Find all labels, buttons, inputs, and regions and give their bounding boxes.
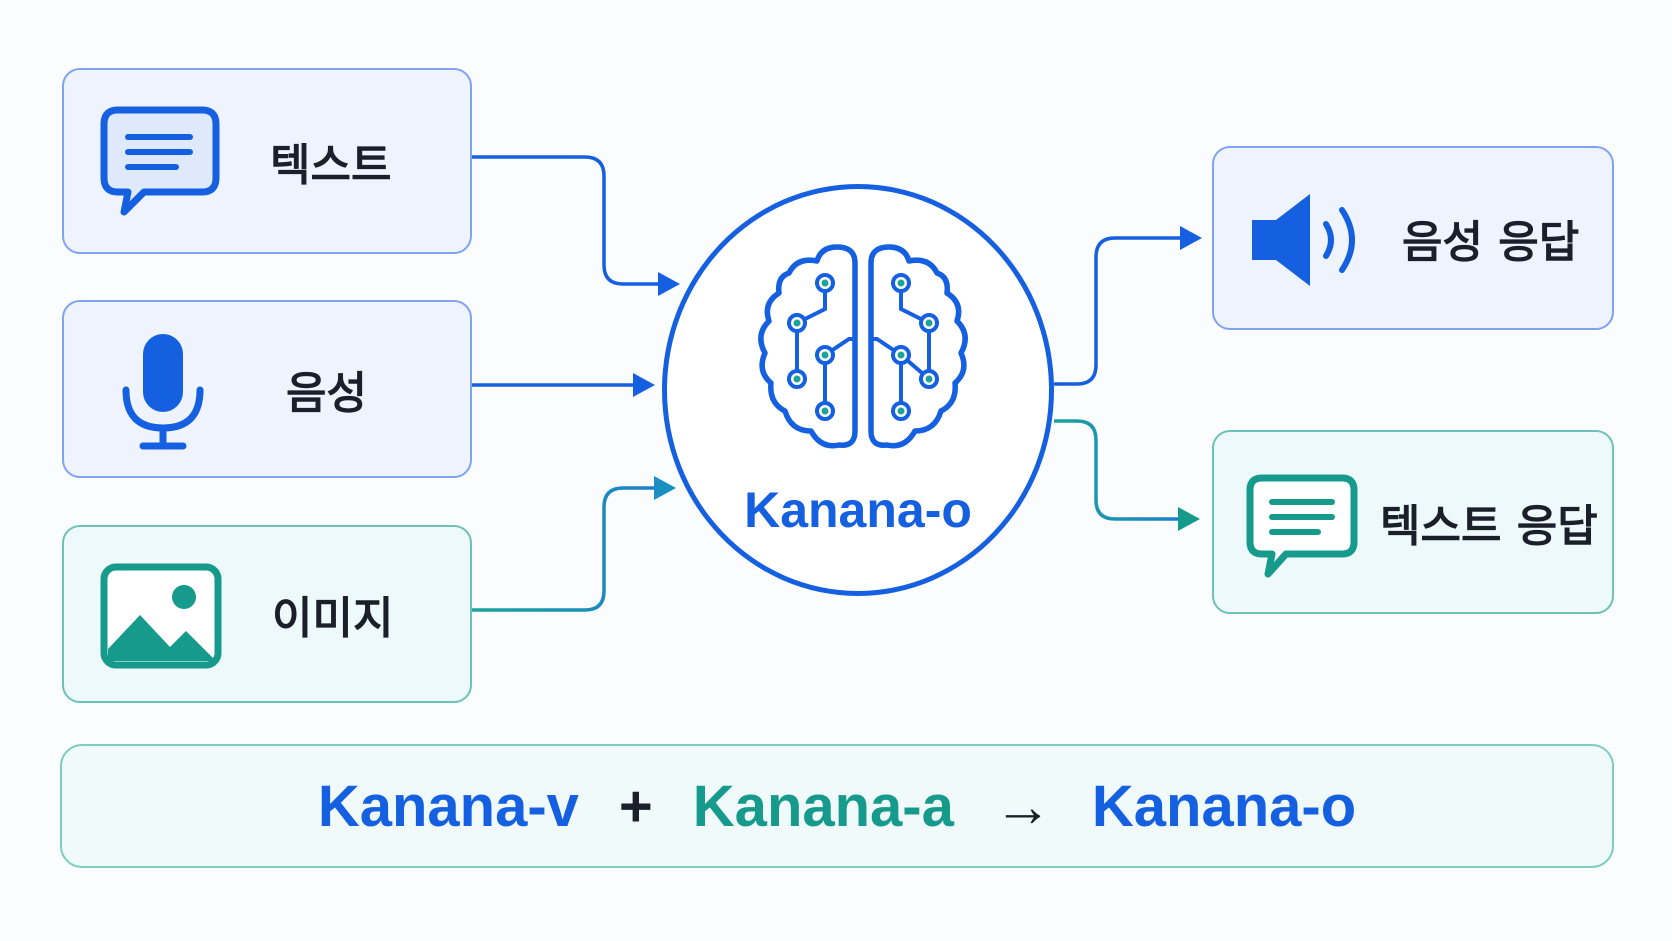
input-image-label: 이미지 <box>272 593 394 644</box>
output-text-response-card: 텍스트 응답 <box>1212 430 1614 614</box>
input-voice-label: 음성 <box>286 368 367 419</box>
formula-kanana-o: Kanana-o <box>1091 773 1357 839</box>
chat-bubble-icon <box>1246 474 1358 578</box>
brain-circuit-icon <box>758 244 968 449</box>
arrowhead-text <box>658 272 680 296</box>
arrowhead-text-response <box>1178 507 1200 531</box>
hub-title: Kanana-o <box>744 482 972 538</box>
arrowhead-voice <box>633 373 655 397</box>
input-text-card: 텍스트 <box>62 68 472 254</box>
arrow-hub-to-voice-response <box>1054 236 1182 386</box>
arrowhead-voice-response <box>1180 226 1202 250</box>
image-icon <box>100 563 222 669</box>
formula-banner: Kanana-v + Kanana-a → Kanana-o <box>60 744 1614 868</box>
input-voice-card: 음성 <box>62 300 472 478</box>
formula-kanana-a: Kanana-a <box>692 773 954 839</box>
arrow-image-to-hub <box>472 486 660 612</box>
input-image-card: 이미지 <box>62 525 472 703</box>
microphone-icon <box>122 334 204 450</box>
input-text-label: 텍스트 <box>270 140 392 191</box>
output-voice-response-card: 음성 응답 <box>1212 146 1614 330</box>
formula-plus: + <box>618 773 653 839</box>
output-voice-response-label: 음성 응답 <box>1402 217 1580 268</box>
formula-kanana-v: Kanana-v <box>317 773 579 839</box>
speaker-icon <box>1252 194 1355 286</box>
output-text-response-label: 텍스트 응답 <box>1380 501 1598 552</box>
arrow-text-to-hub <box>472 155 662 286</box>
formula-arrow: → <box>993 773 1052 839</box>
kanana-o-hub: Kanana-o <box>662 184 1054 596</box>
arrow-hub-to-text-response <box>1054 419 1182 521</box>
chat-bubble-icon <box>100 106 220 216</box>
